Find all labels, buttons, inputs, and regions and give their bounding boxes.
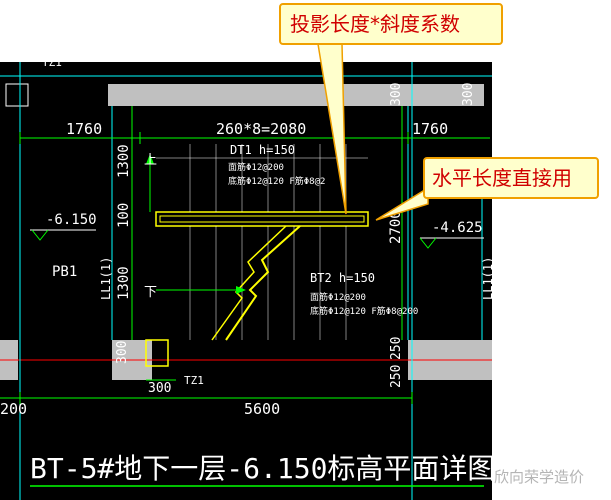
dim-total-5600: 5600 (244, 400, 280, 418)
dt1-title: DT1 h=150 (230, 143, 295, 157)
dim-tread-total: 260*8=2080 (216, 120, 306, 138)
horizontal-callout-text: 水平长度直接用 (432, 166, 572, 190)
horizontal-callout: 水平长度直接用 (423, 157, 599, 199)
pb1-label: PB1 (52, 264, 77, 280)
bt2-top-rebar: 面筋Φ12@200 (310, 291, 366, 303)
slope-callout-text: 投影长度*斜度系数 (290, 12, 460, 36)
up-arrow-head (146, 154, 154, 164)
landing-slab-outer (155, 211, 369, 227)
dim-left-width: 1760 (66, 120, 102, 138)
drawing-title: BT-5#地下一层-6.150标高平面详图 (30, 452, 495, 485)
dim-right-2700: 2700 (388, 210, 404, 244)
down-label: 下 (144, 285, 157, 300)
bt2-title: BT2 h=150 (310, 271, 375, 285)
top-wall (108, 84, 484, 106)
dt1-bottom-rebar: 底筋Φ12@120 F筋Φ8@2 (228, 175, 325, 187)
dt1-top-rebar: 面筋Φ12@200 (228, 161, 284, 173)
elev-right-symbol (419, 237, 437, 249)
dim-bottom-300: 300 (115, 341, 130, 364)
slope-callout: 投影长度*斜度系数 (279, 3, 503, 45)
watermark-text: 欣向荣学造价 (494, 468, 584, 486)
dim-left-200: 200 (0, 400, 27, 418)
tz1-top-label: TZ1 (42, 56, 62, 69)
down-arrow-head (236, 286, 246, 294)
dim-bottom-250a: 250 (389, 337, 404, 360)
up-label: 上 (144, 153, 157, 168)
dim-beam-100: 100 (116, 203, 132, 228)
dim-right-width: 1760 (412, 120, 448, 138)
tz1-bottom-label: TZ1 (184, 374, 204, 387)
elevation-right: -4.625 (432, 220, 483, 236)
ll1-left-label: LL1(1) (99, 257, 113, 300)
dim-bottom-250b: 250 (389, 365, 404, 388)
dim-top-300-b: 300 (461, 83, 476, 106)
tread-lines-lower (189, 226, 347, 340)
top-left-column (5, 83, 29, 107)
landing-slab-inner (159, 215, 365, 223)
break-line-inner (211, 225, 287, 341)
dim-lower-landing: 1300 (116, 266, 132, 300)
elev-left-symbol (31, 229, 49, 241)
bt2-bottom-rebar: 底筋Φ12@120 F筋Φ8@200 (310, 305, 418, 317)
dim-upper-landing: 1300 (116, 144, 132, 178)
break-line (225, 225, 301, 341)
tz1-column (145, 339, 169, 367)
ll1-right-label: LL1(1) (481, 257, 495, 300)
dim-top-300-a: 300 (389, 83, 404, 106)
dim-tz-300: 300 (148, 381, 171, 396)
elevation-left: -6.150 (46, 212, 97, 228)
